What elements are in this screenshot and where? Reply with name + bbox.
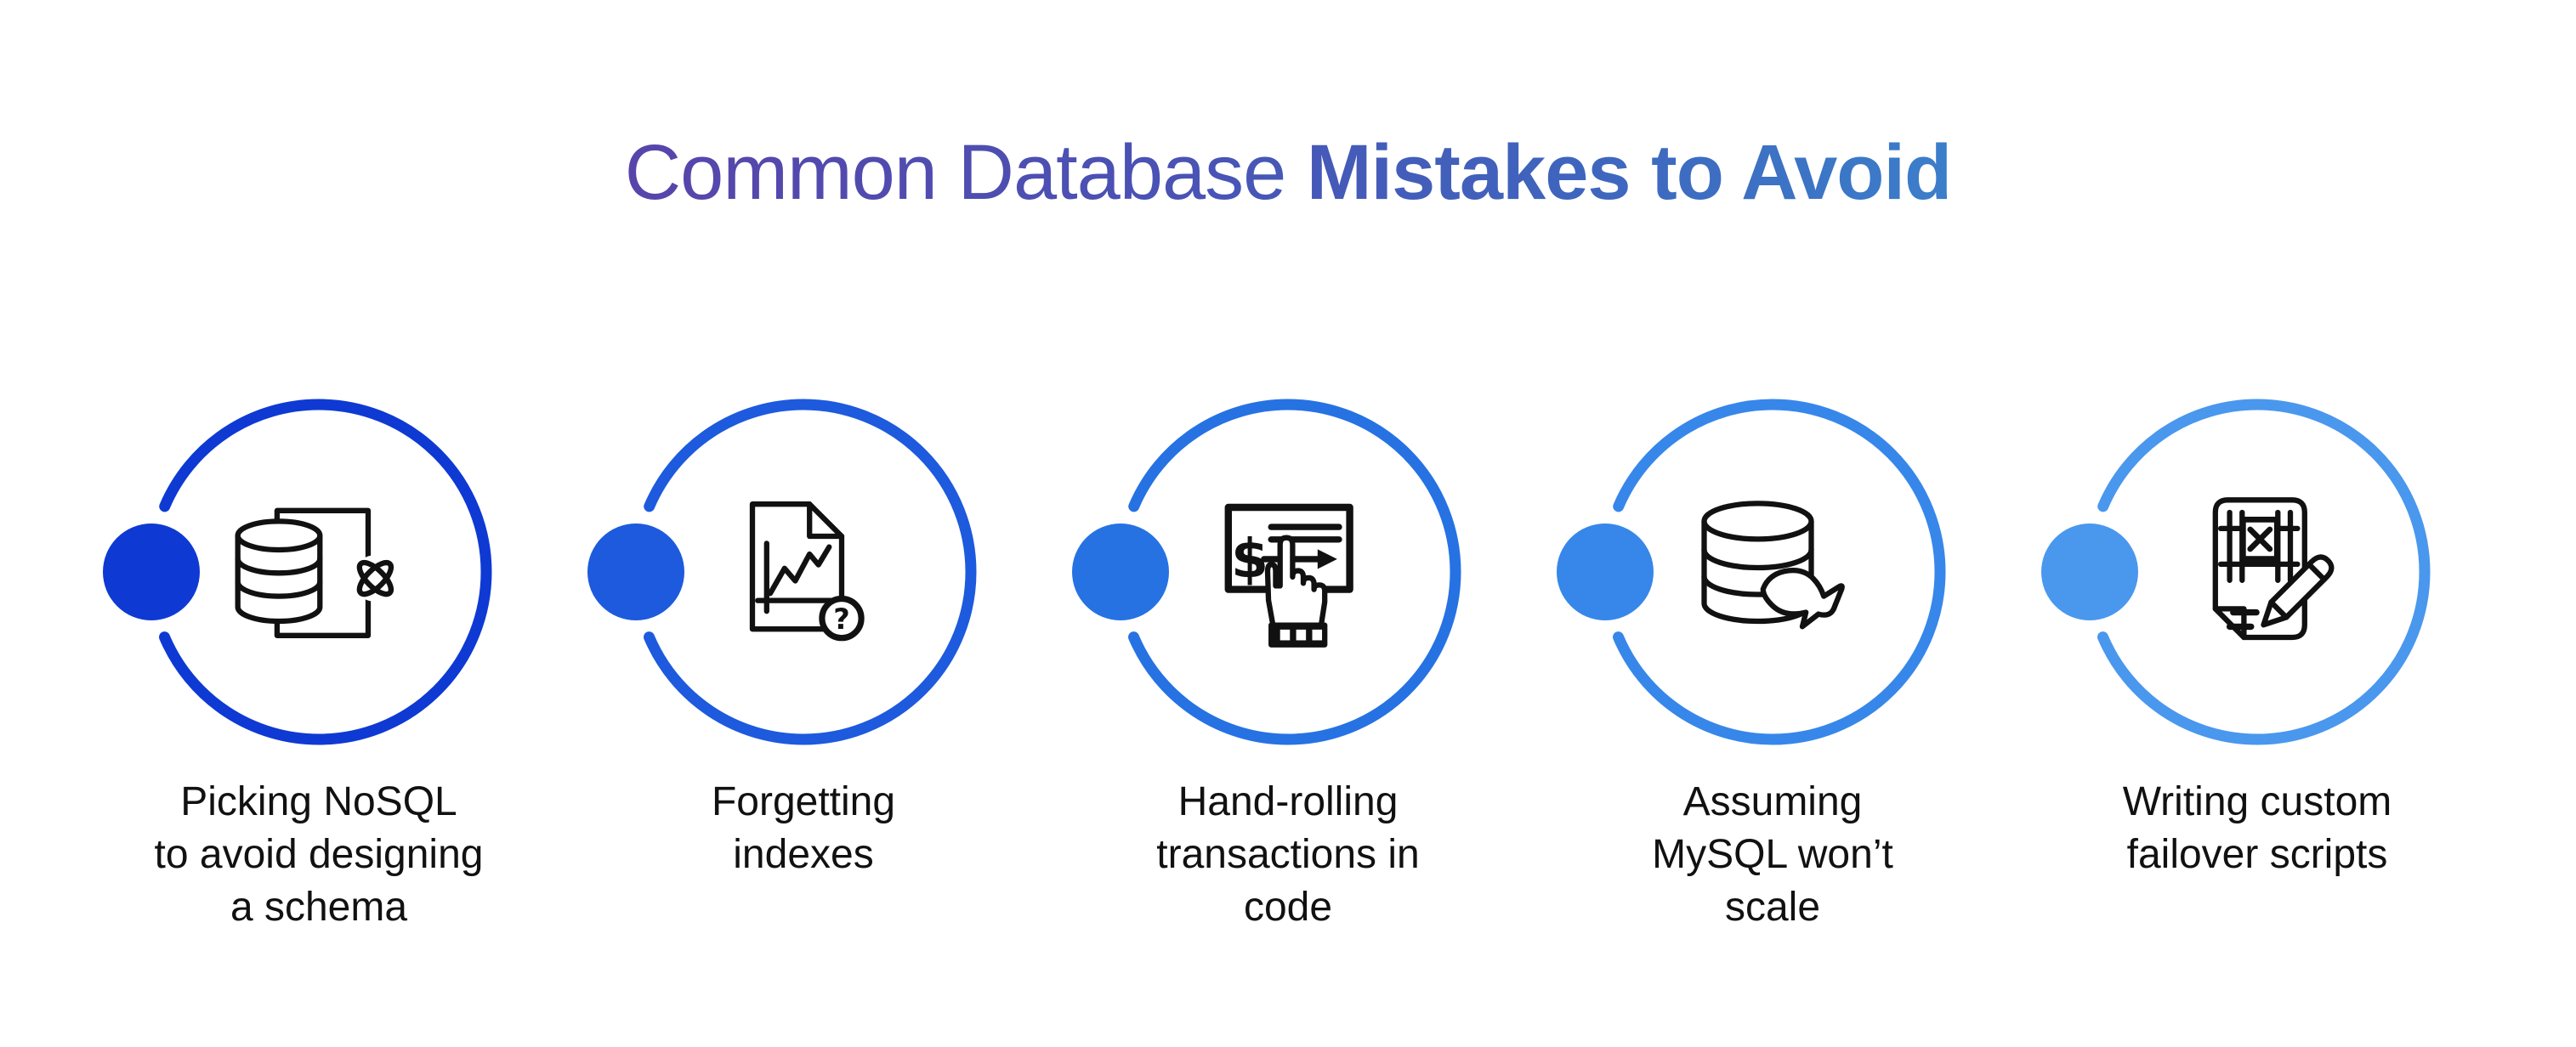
ring <box>1599 399 1946 745</box>
dot <box>103 524 200 620</box>
mistake-label-2: Forgetting indexes <box>711 779 896 877</box>
mistake-item-5: Writing custom failover scripts <box>2015 393 2499 934</box>
mistake-item-1: Picking NoSQL to avoid designing a schem… <box>77 393 561 934</box>
mistake-item-2: ? Forgetting indexes <box>561 393 1046 934</box>
mistake-item-4: Assuming MySQL won’t scale <box>1530 393 2015 934</box>
page-title: Common Database Mistakes to Avoid <box>0 126 2576 219</box>
circle-graphic-1 <box>103 399 492 745</box>
svg-text:?: ? <box>833 603 849 636</box>
ring <box>1115 399 1461 745</box>
mistake-label-3: Hand-rolling transactions in code <box>1156 779 1420 930</box>
mysql-database-icon <box>1701 501 1845 630</box>
dot <box>1557 524 1654 620</box>
script-table-pencil-icon <box>2212 497 2335 641</box>
mistake-label-4: Assuming MySQL won’t scale <box>1652 779 1893 930</box>
title-bold-part: Mistakes to Avoid <box>1306 129 1952 216</box>
circle-graphic-5 <box>2041 399 2431 745</box>
dot <box>1072 524 1169 620</box>
ring <box>145 399 492 745</box>
mistake-label-5: Writing custom failover scripts <box>2122 779 2392 877</box>
ring <box>2084 399 2431 745</box>
mistake-label-1: Picking NoSQL to avoid designing a schem… <box>154 779 484 930</box>
mistakes-row: Picking NoSQL to avoid designing a schem… <box>0 393 2576 934</box>
title-regular-part: Common Database <box>624 129 1286 216</box>
circle-graphic-3: $ <box>1072 399 1461 745</box>
circle-graphic-4 <box>1557 399 1946 745</box>
dot <box>587 524 684 620</box>
mistake-item-3: $ Hand-rolling transactions in code <box>1046 393 1530 934</box>
check-pointing-hand-icon: $ <box>1224 503 1353 648</box>
database-document-atom-icon <box>235 507 399 638</box>
ring <box>630 399 977 745</box>
report-chart-question-icon: ? <box>749 501 865 642</box>
circle-graphic-2: ? <box>587 399 977 745</box>
dot <box>2041 524 2138 620</box>
